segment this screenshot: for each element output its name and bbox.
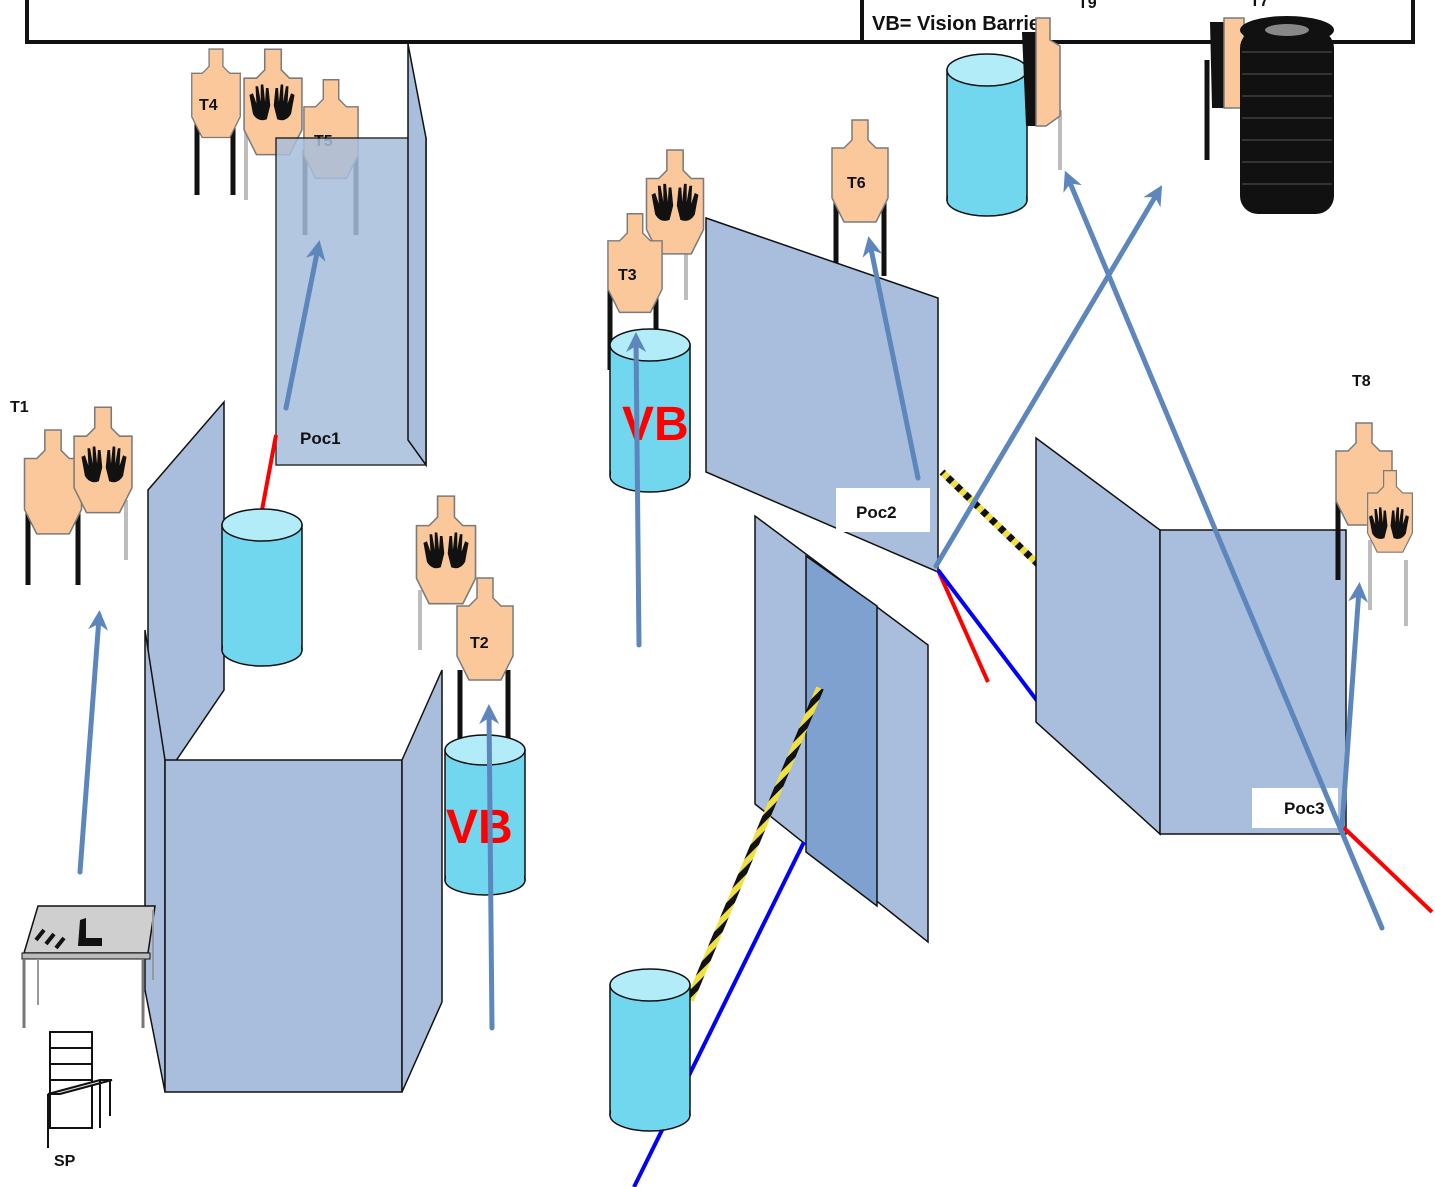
start-table (21, 905, 156, 1028)
fault-line-red-poc3 (1340, 824, 1434, 914)
caution-tape-icon (939, 469, 1045, 571)
label-poc2: Poc2 (856, 503, 897, 522)
label-t7: T7 (1250, 0, 1269, 10)
label-poc2-bg (836, 488, 930, 532)
arrow-poc2-to-t6 (862, 236, 921, 481)
label-poc1: Poc1 (300, 429, 341, 448)
label-t9: T9 (1078, 0, 1097, 12)
wall-center-double (754, 514, 929, 944)
target-group-t8: T8 (1335, 373, 1414, 626)
vision-barrier-barrel-t3: VB (609, 328, 691, 493)
label-t8: T8 (1352, 373, 1371, 390)
fault-line-blue-poc2 (936, 568, 1040, 704)
magazine-icon (34, 928, 66, 950)
arrow-to-t3 (626, 332, 647, 648)
arrow-poc1-to-t5 (283, 240, 326, 411)
target-t4 (190, 48, 242, 139)
label-t6: T6 (847, 175, 866, 192)
vision-barrier-barrel-t2: VB (444, 734, 526, 896)
tire-stack-icon (1240, 16, 1334, 214)
arrow-to-t2 (479, 704, 500, 1031)
label-t1: T1 (10, 399, 29, 416)
pistol-icon (78, 918, 102, 946)
label-t4: T4 (199, 97, 218, 114)
target-group-t9: T9 (1022, 0, 1097, 170)
arrow-poc2-to-t7 (933, 185, 1163, 569)
wall-start-box (144, 629, 443, 1093)
barrel-bottom-center (609, 968, 691, 1132)
label-t3: T3 (618, 267, 637, 284)
target-t1 (23, 429, 83, 535)
chair-icon (47, 1031, 113, 1148)
target-t6 (831, 119, 889, 223)
arrow-poc3-to-t8 (1339, 582, 1369, 829)
wall-poc3 (1035, 436, 1347, 836)
fault-line-red-poc2 (936, 569, 990, 683)
label-poc3: Poc3 (1284, 799, 1325, 818)
target-group-t2: T2 (415, 495, 514, 740)
caution-tape-icon-center (686, 686, 824, 1002)
barrel-left (221, 508, 303, 667)
target-group-t1: T1 (10, 399, 133, 585)
arrow-sp-to-t1 (77, 610, 109, 875)
label-vb-t3: VB (622, 398, 689, 451)
wall-poc1 (260, 43, 427, 511)
legend-text: VB= Vision Barrier (872, 13, 1048, 35)
target-group-t7: T7 (1204, 0, 1269, 160)
arrow-poc3-to-t9 (1063, 170, 1385, 931)
label-start-position: SP (54, 1153, 76, 1170)
legend-box: VB= Vision Barrier (25, 0, 1415, 44)
label-vb-t2: VB (446, 801, 513, 854)
label-t2: T2 (470, 635, 489, 652)
target-group-t6: T6 (831, 119, 889, 276)
barrel-top-right (946, 53, 1028, 217)
